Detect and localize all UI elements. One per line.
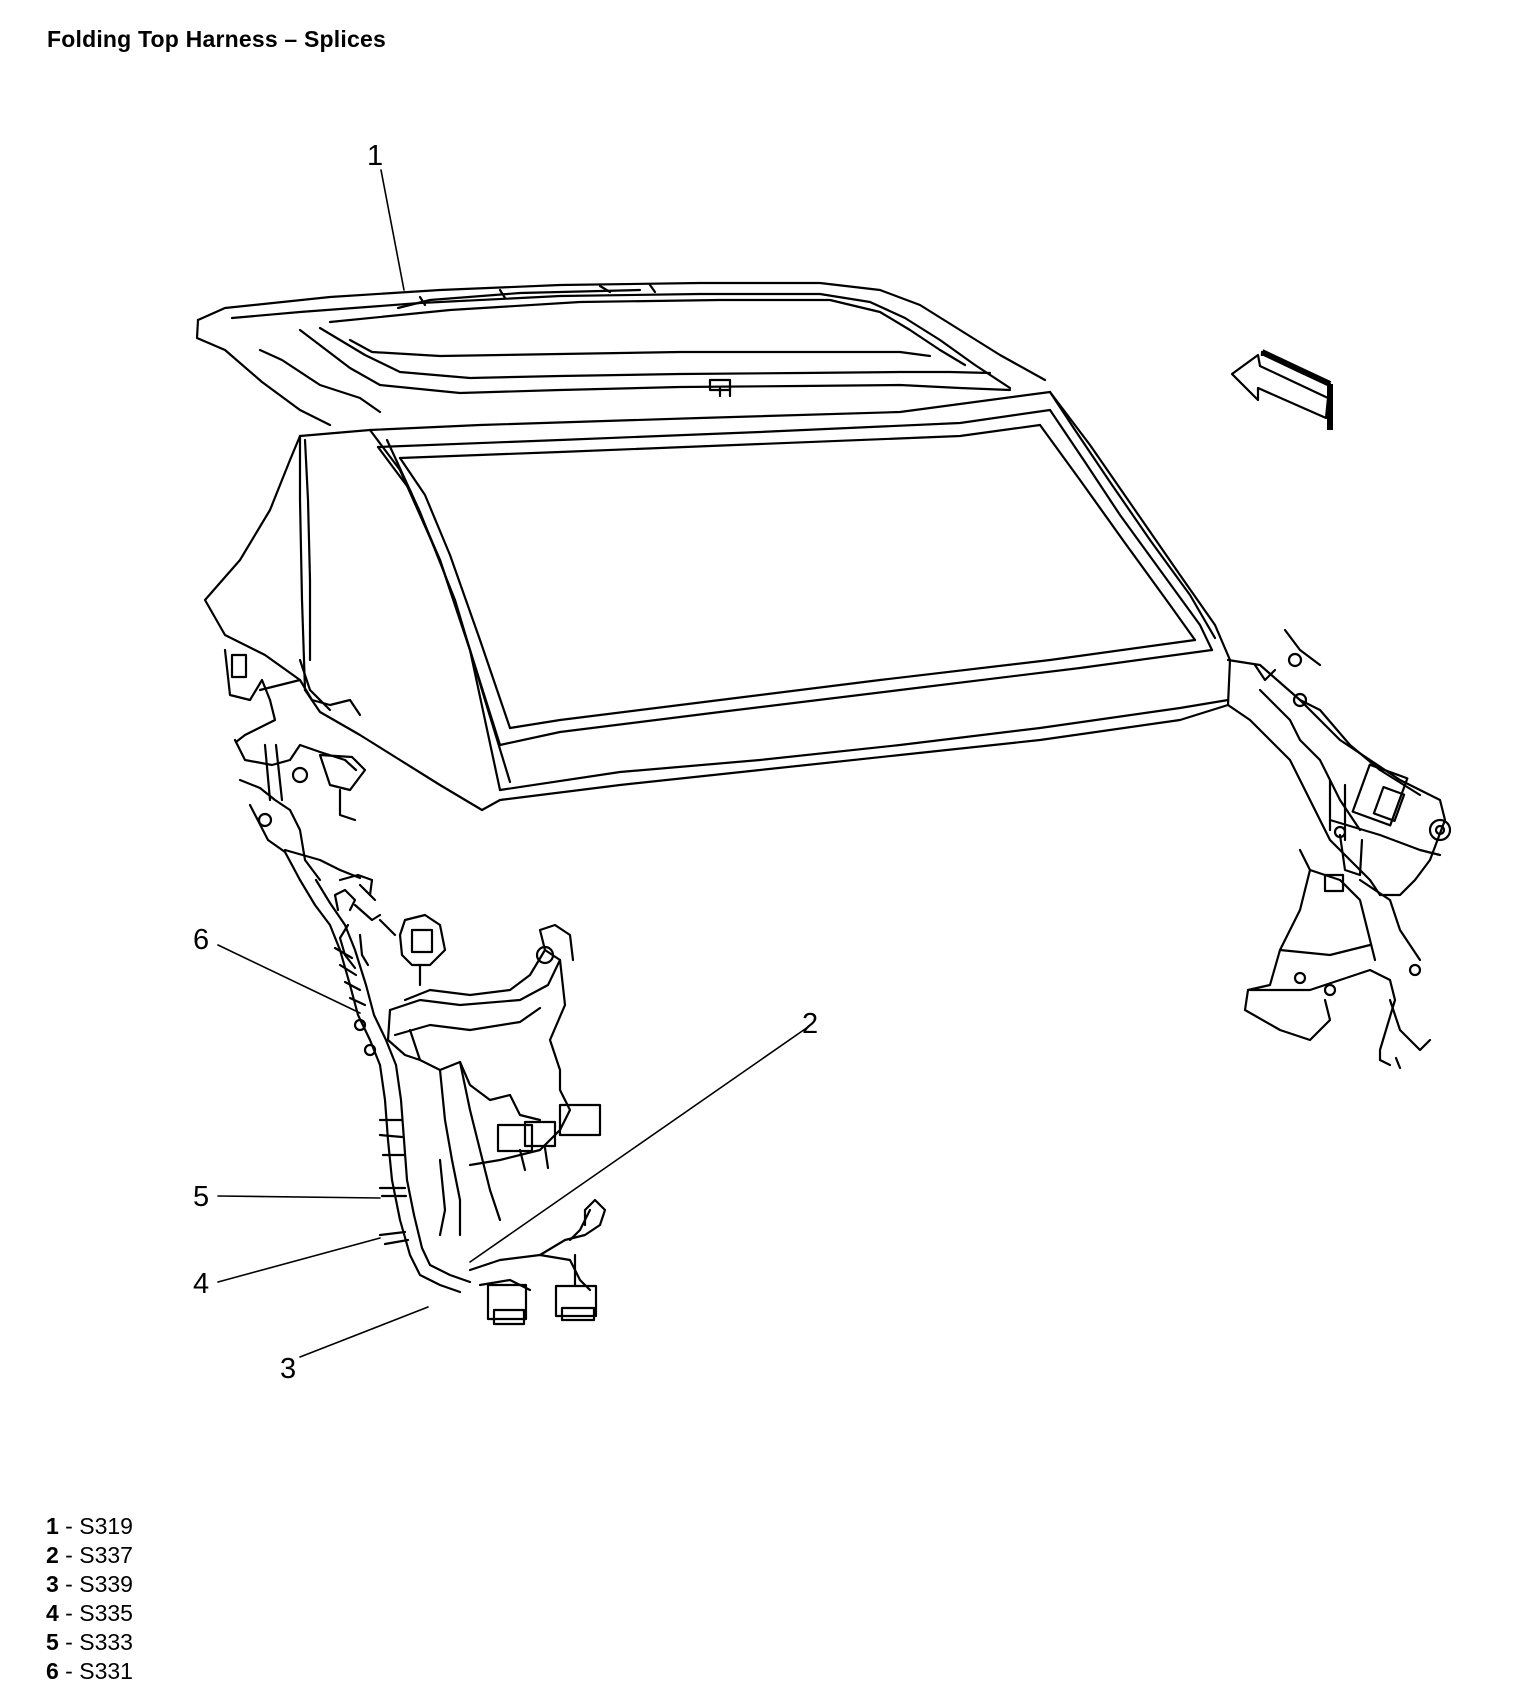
front-header-frame	[195, 281, 1047, 427]
legend-separator: -	[58, 1513, 80, 1539]
callout-1: 1	[367, 140, 383, 172]
lower-bracket	[386, 923, 602, 1237]
legend-row: 6 - S331	[46, 1657, 133, 1686]
legend-splice: S333	[79, 1629, 133, 1655]
legend-row: 5 - S333	[46, 1628, 133, 1657]
legend-number: 3	[46, 1571, 59, 1597]
legend-row: 2 - S337	[46, 1541, 133, 1570]
legend-separator: -	[58, 1600, 80, 1626]
rear-window-frame	[298, 390, 1232, 812]
legend-row: 4 - S335	[46, 1599, 133, 1628]
legend-row: 1 - S319	[46, 1512, 133, 1541]
left-hinge-mechanism	[223, 648, 367, 882]
left-side-panel	[203, 434, 332, 712]
legend-splice: S339	[79, 1571, 133, 1597]
legend-separator: -	[58, 1542, 80, 1568]
callout-leaders	[217, 169, 809, 1358]
legend-number: 5	[46, 1629, 59, 1655]
callout-3: 3	[280, 1353, 296, 1385]
splice-legend: 1 - S319 2 - S337 3 - S339 4 - S335 5 - …	[46, 1512, 133, 1686]
legend-number: 6	[46, 1658, 59, 1684]
legend-number: 2	[46, 1542, 59, 1568]
legend-number: 1	[46, 1513, 59, 1539]
legend-splice: S335	[79, 1600, 133, 1626]
lower-connectors	[468, 1198, 607, 1326]
side-connector	[378, 913, 447, 987]
wiring-harness	[298, 873, 472, 1294]
callout-5: 5	[193, 1181, 209, 1213]
right-hinge-mechanism	[1226, 628, 1452, 897]
page-title: Folding Top Harness – Splices	[47, 26, 386, 52]
legend-separator: -	[58, 1658, 80, 1684]
legend-number: 4	[46, 1600, 59, 1626]
legend-row: 3 - S339	[46, 1570, 133, 1599]
callout-6: 6	[193, 924, 209, 956]
legend-separator: -	[58, 1629, 80, 1655]
rear-window-glass	[376, 408, 1214, 747]
callout-2: 2	[802, 1008, 818, 1040]
right-lower-bracket	[1243, 825, 1432, 1070]
callout-4: 4	[193, 1268, 209, 1300]
legend-splice: S331	[79, 1658, 133, 1684]
legend-splice: S337	[79, 1542, 133, 1568]
front-direction-arrow-icon	[1230, 349, 1333, 430]
legend-separator: -	[58, 1571, 80, 1597]
legend-splice: S319	[79, 1513, 133, 1539]
